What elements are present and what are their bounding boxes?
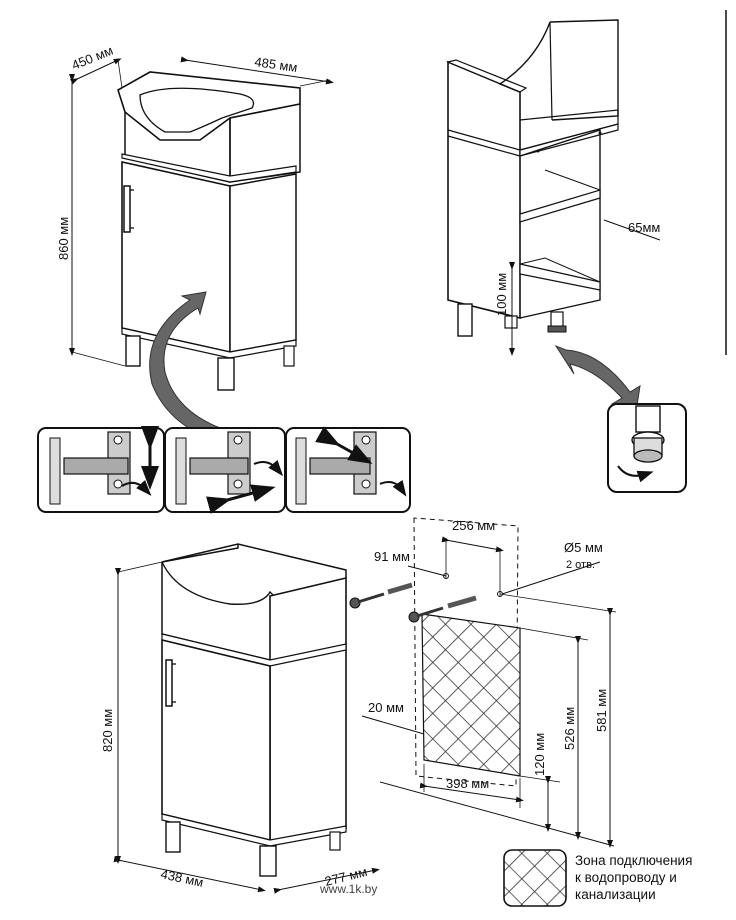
screwdriver-icon [253, 460, 284, 477]
wall-plug-icon [447, 595, 477, 609]
legend-line: Зона подключения [575, 853, 693, 868]
frame-view: 100 мм 65мм [446, 19, 660, 356]
hinge-panel-horizontal [164, 427, 286, 514]
hinge-panel-vertical [37, 426, 165, 513]
wall-plug-icon [387, 582, 413, 595]
mounting-plan: 91 мм 256 мм Ø5 мм 2 отв. 20 мм 398 мм 1… [349, 517, 617, 848]
width-dimension: 485 мм [254, 54, 299, 75]
watermark: www.1k.by [320, 882, 378, 896]
screw-icon [408, 606, 444, 623]
leg-height-dimension: 100 мм [494, 273, 509, 316]
rotate-arrow-icon [617, 465, 654, 483]
depth-dimension: 450 мм [70, 43, 116, 73]
screw-icon [349, 592, 385, 609]
legend-swatch [503, 849, 567, 907]
bottom-cabinet-view: 820 мм 438 мм 277 мм [100, 543, 380, 894]
zone-bottom-dimension: 120 мм [532, 733, 547, 776]
screwdriver-icon [379, 480, 407, 497]
hole-count-label: 2 отв. [566, 559, 595, 571]
hole-diameter-label: Ø5 мм [564, 540, 603, 555]
height-dimension: 820 мм [100, 709, 115, 752]
adjustable-foot-inset [607, 403, 687, 493]
cabinet-with-sink-view: 450 мм 485 мм 860 мм [56, 43, 334, 391]
curved-arrow-icon [554, 344, 641, 413]
offset-dimension: 91 мм [374, 549, 410, 564]
connection-zone [421, 613, 521, 777]
height-dimension: 860 мм [56, 217, 71, 260]
hole-height-dimension: 581 мм [594, 689, 609, 732]
legend-line: к водопроводу и [575, 870, 677, 885]
hinge-panel-depth [285, 426, 411, 513]
legend-line: канализации [575, 887, 656, 902]
zone-top-dimension: 526 мм [562, 707, 577, 750]
spacing-dimension: 256 мм [452, 518, 495, 533]
zone-width-dimension: 398 мм [446, 776, 489, 791]
width-dimension: 438 мм [159, 866, 204, 890]
legend-text: Зона подключения к водопроводу и канализ… [575, 852, 735, 903]
side-offset-dimension: 20 мм [368, 700, 404, 715]
ledge-dimension: 65мм [628, 220, 660, 235]
hinge-adjustment-panels [37, 426, 411, 514]
screwdriver-icon [121, 480, 152, 496]
